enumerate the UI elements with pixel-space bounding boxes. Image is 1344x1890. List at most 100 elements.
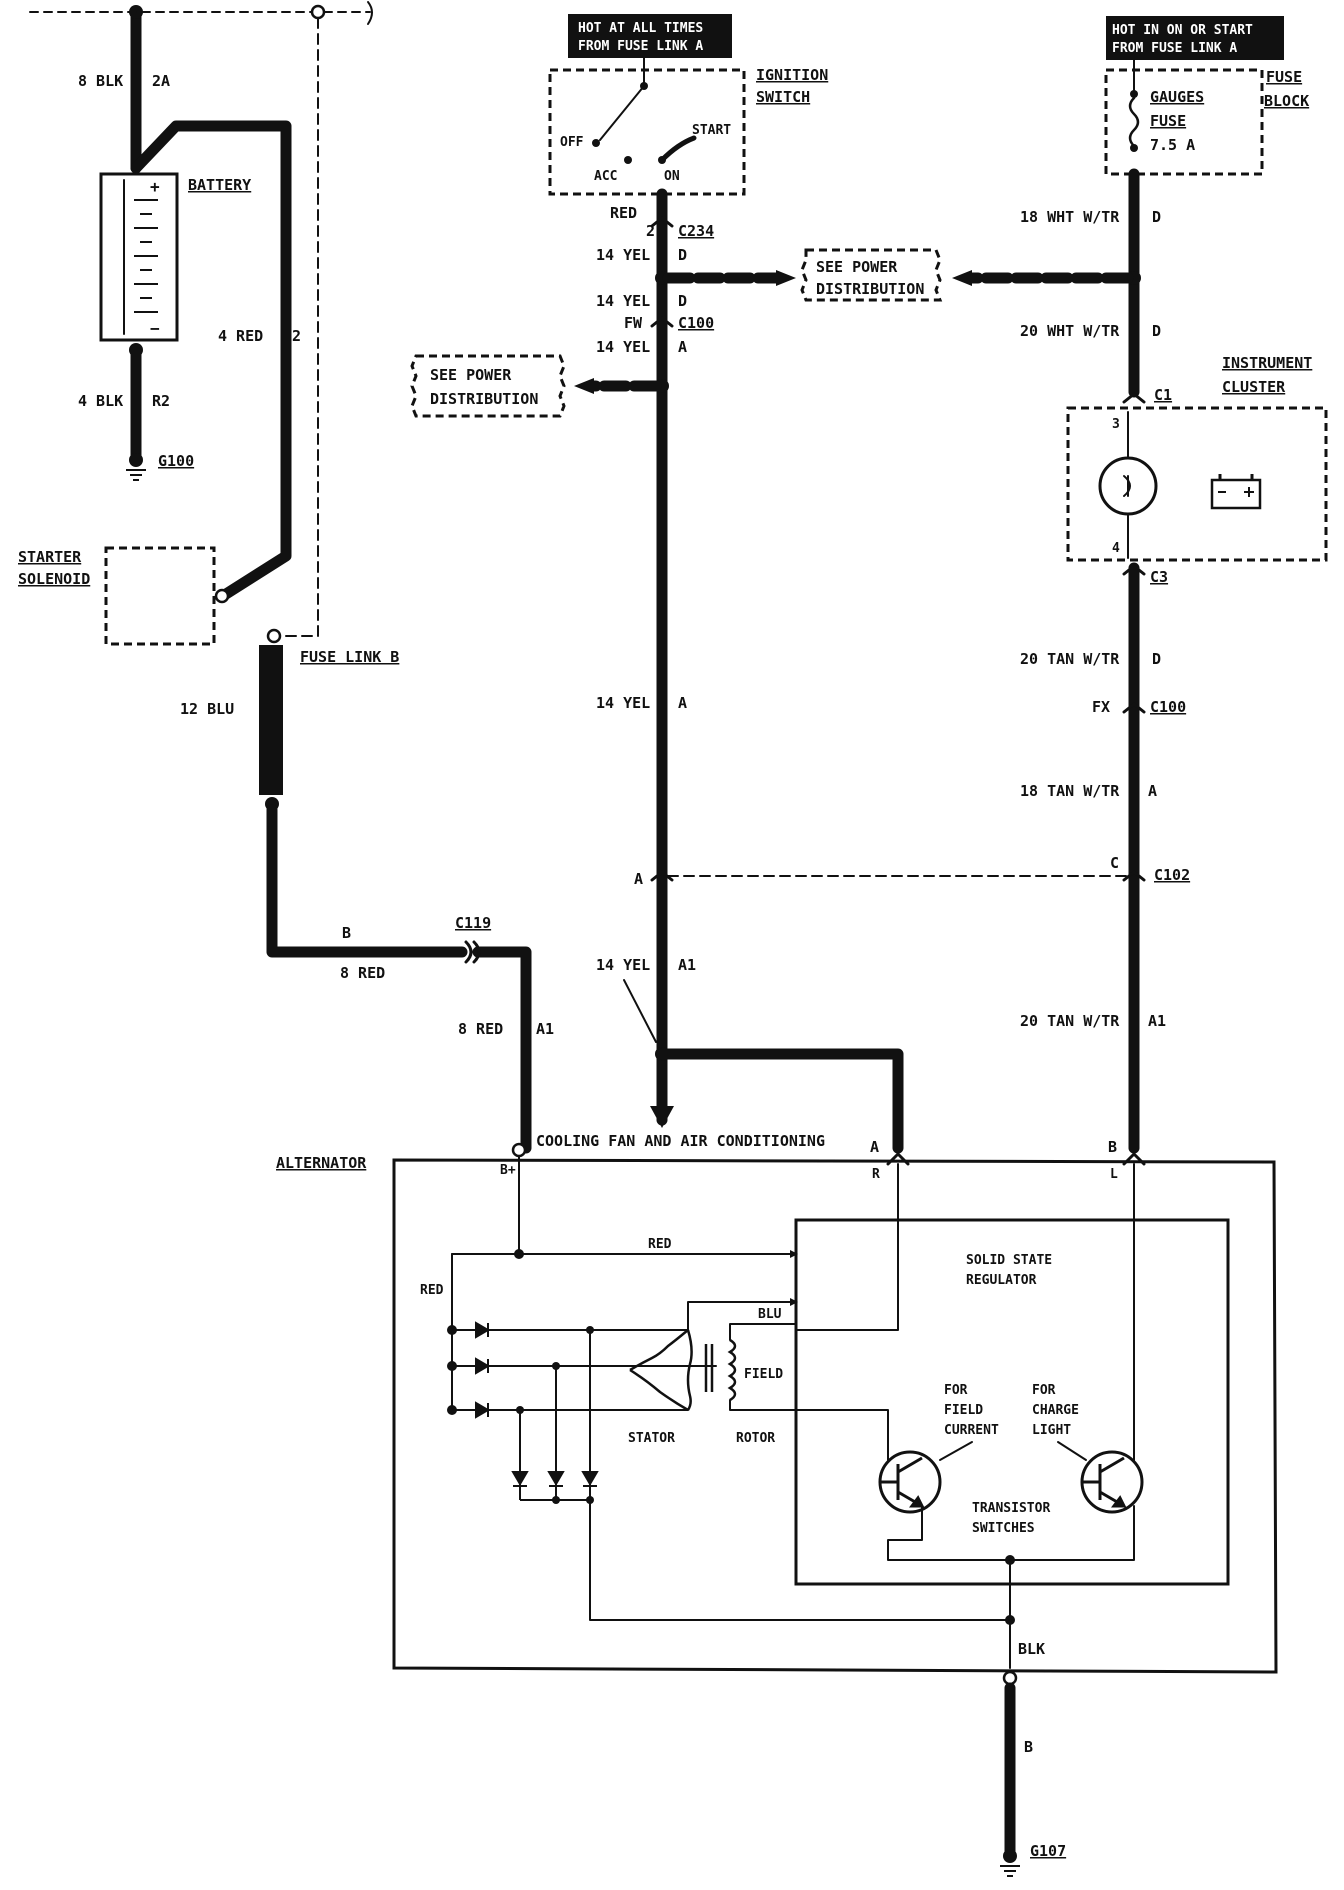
- alternator-label: ALTERNATOR: [276, 1154, 367, 1172]
- alternator-ground: B G107: [1000, 1670, 1066, 1877]
- rectifier-diodes-upper: [452, 1321, 716, 1419]
- cooling-fan-arrow: [650, 1106, 674, 1128]
- transistor-ground-bus: [887, 1505, 1135, 1561]
- red-wire-label: 4 RED: [218, 327, 263, 345]
- power-dist-right-line1: SEE POWER: [816, 258, 898, 276]
- yel3-circuit: A: [678, 338, 687, 356]
- wht2-label: 20 WHT W/TR: [1020, 322, 1120, 340]
- blu-label: BLU: [758, 1307, 782, 1322]
- connector-b: [1122, 1152, 1146, 1166]
- ignition-switch-label-1: IGNITION: [756, 66, 828, 84]
- stator-label: STATOR: [628, 1431, 675, 1446]
- cluster-line1: INSTRUMENT: [1222, 354, 1312, 372]
- power-dist-left-line1: SEE POWER: [430, 366, 512, 384]
- battery-minus-sign: −: [150, 319, 160, 338]
- ground-terminal: [129, 453, 143, 467]
- hot-all-times-line2: FROM FUSE LINK A: [578, 39, 703, 54]
- yellow-wire-to-alt-a: [656, 1048, 904, 1154]
- ground-circuit-label: B: [1024, 1738, 1033, 1756]
- b-plus-label: B+: [500, 1163, 516, 1178]
- charge-light-transistor: [1080, 1450, 1144, 1514]
- battery-top-circuit-label: 2A: [152, 72, 170, 90]
- cluster-pin-4: 4: [1112, 541, 1120, 556]
- acc-contact: [624, 156, 632, 164]
- b-plus-terminal: [511, 1142, 527, 1158]
- battery-label: BATTERY: [188, 176, 251, 194]
- c234-symbol: [650, 216, 674, 228]
- field-current-line1: FOR: [944, 1383, 968, 1398]
- hot-in-on-box: [1106, 16, 1284, 60]
- c1-symbol: [1122, 392, 1146, 404]
- lamp-filament: [1123, 475, 1131, 497]
- fuse-link-b-label: FUSE LINK B: [300, 648, 399, 666]
- gauges-fuse-line1: GAUGES: [1150, 88, 1204, 106]
- fw-label: FW: [624, 314, 643, 332]
- pointer-line: [623, 979, 657, 1043]
- alternator-housing: [392, 1158, 1278, 1674]
- yel2-circuit: D: [678, 292, 687, 310]
- c234-label: C234: [678, 222, 714, 240]
- fuse-link-terminal: [266, 628, 282, 644]
- hot-in-on-line1: HOT IN ON OR START: [1112, 23, 1253, 38]
- fuse-block-line2: BLOCK: [1264, 92, 1309, 110]
- red-wire-circuit: 2: [292, 327, 301, 345]
- solid-state-regulator: [794, 1218, 1230, 1586]
- c102-label: C102: [1154, 866, 1190, 884]
- ignition-switch-label-2: SWITCH: [756, 88, 810, 106]
- cooling-fan-label: COOLING FAN AND AIR CONDITIONING: [536, 1132, 825, 1150]
- field-current-line2: FIELD: [944, 1403, 983, 1418]
- yel4-circuit: A: [678, 694, 687, 712]
- regulator-line2: REGULATOR: [966, 1273, 1037, 1288]
- battery-top-wire-label: 8 BLK: [78, 72, 123, 90]
- hot-all-times-line1: HOT AT ALL TIMES: [578, 21, 703, 36]
- ground-g100-label: G100: [158, 452, 194, 470]
- instrument-cluster-box: [1066, 406, 1328, 562]
- pin-b-label: B: [1108, 1138, 1117, 1156]
- fuse-link-b: FUSE LINK B 12 BLU C119 B 8 RED 8 RED A1: [180, 628, 554, 1154]
- bracket-mark: [367, 1, 373, 25]
- alt-feed-circuit: A1: [536, 1020, 554, 1038]
- starter-solenoid-box: [104, 546, 216, 646]
- wht1-circuit: D: [1152, 208, 1161, 226]
- power-dist-right-line2: DISTRIBUTION: [816, 280, 924, 298]
- power-distribution-right: SEE POWER DISTRIBUTION: [800, 248, 943, 302]
- fuse-block-box: [1104, 68, 1264, 176]
- fuse-block-line1: FUSE: [1266, 68, 1302, 86]
- battery-plus-sign: +: [150, 177, 160, 196]
- rotor-label: ROTOR: [736, 1431, 775, 1446]
- yel5-circuit: A1: [678, 956, 696, 974]
- charge-light-line1: FOR: [1032, 1383, 1056, 1398]
- switch-blade: [599, 85, 645, 141]
- acc-label: ACC: [594, 169, 617, 184]
- c119-circuit: B: [342, 924, 351, 942]
- pin-a-label: A: [870, 1138, 879, 1156]
- c234-pin: 2: [646, 222, 655, 240]
- rotor-field-icon: [704, 1338, 737, 1402]
- on-label: ON: [664, 169, 680, 184]
- transistor-switches-line2: SWITCHES: [972, 1521, 1035, 1536]
- field-current-wire: [795, 1409, 889, 1461]
- cluster-line2: CLUSTER: [1222, 378, 1286, 396]
- tan1-circuit: D: [1152, 650, 1161, 668]
- fuse-link-dashed-feed: [279, 17, 319, 637]
- starter-label-1: STARTER: [18, 548, 82, 566]
- c100-right-label: C100: [1150, 698, 1186, 716]
- wht2-circuit: D: [1152, 322, 1161, 340]
- c119-label: C119: [455, 914, 491, 932]
- regulator-r-wire: [795, 1163, 899, 1331]
- internal-red-label: RED: [648, 1237, 672, 1252]
- alt-feed-wire-label: 8 RED: [458, 1020, 503, 1038]
- yel1-label: 14 YEL: [596, 246, 650, 264]
- power-distribution-left: SEE POWER DISTRIBUTION: [410, 354, 566, 418]
- field-current-line3: CURRENT: [944, 1423, 999, 1438]
- connector-a: [886, 1152, 910, 1166]
- battery-bottom-wire-label: 4 BLK: [78, 392, 123, 410]
- alternator: ALTERNATOR COOLING FAN AND AIR CONDITION…: [276, 1132, 1278, 1674]
- start-contact-arc: [659, 135, 697, 163]
- fuse-link-b-body: [259, 645, 283, 795]
- c102-symbol-left: [650, 870, 674, 882]
- red-label: RED: [610, 204, 637, 222]
- charge-light-line2: CHARGE: [1032, 1403, 1079, 1418]
- gauges-fuse-symbol: [1128, 96, 1140, 148]
